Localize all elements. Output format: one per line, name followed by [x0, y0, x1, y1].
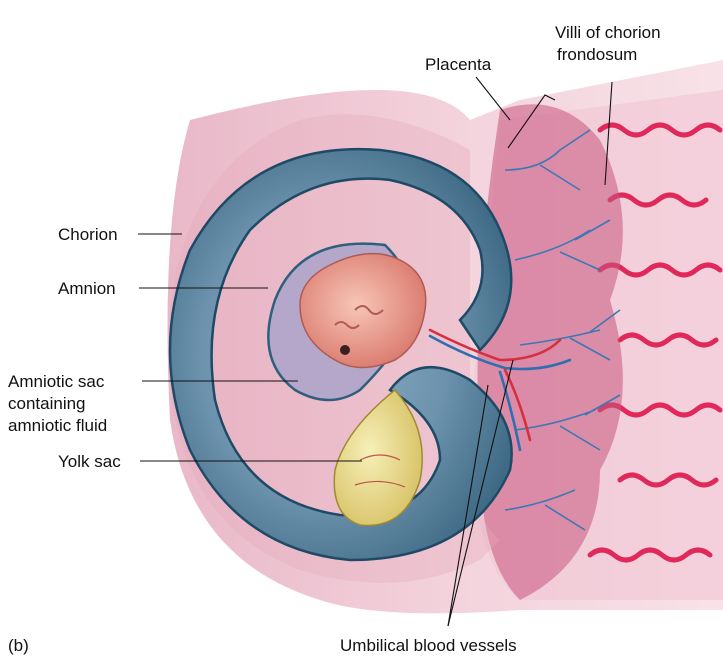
- label-villi-line2: frondosum: [557, 45, 637, 64]
- label-placenta: Placenta: [425, 55, 492, 74]
- panel-label: (b): [8, 636, 29, 655]
- label-amniotic-line1: Amniotic sac: [8, 372, 105, 391]
- label-villi-line1: Villi of chorion: [555, 23, 661, 42]
- label-amnion: Amnion: [58, 279, 116, 298]
- label-chorion: Chorion: [58, 225, 118, 244]
- label-amniotic-line2: containing: [8, 394, 86, 413]
- label-amniotic-line3: amniotic fluid: [8, 416, 107, 435]
- label-umbilical: Umbilical blood vessels: [340, 636, 517, 655]
- label-yolk-sac: Yolk sac: [58, 452, 121, 471]
